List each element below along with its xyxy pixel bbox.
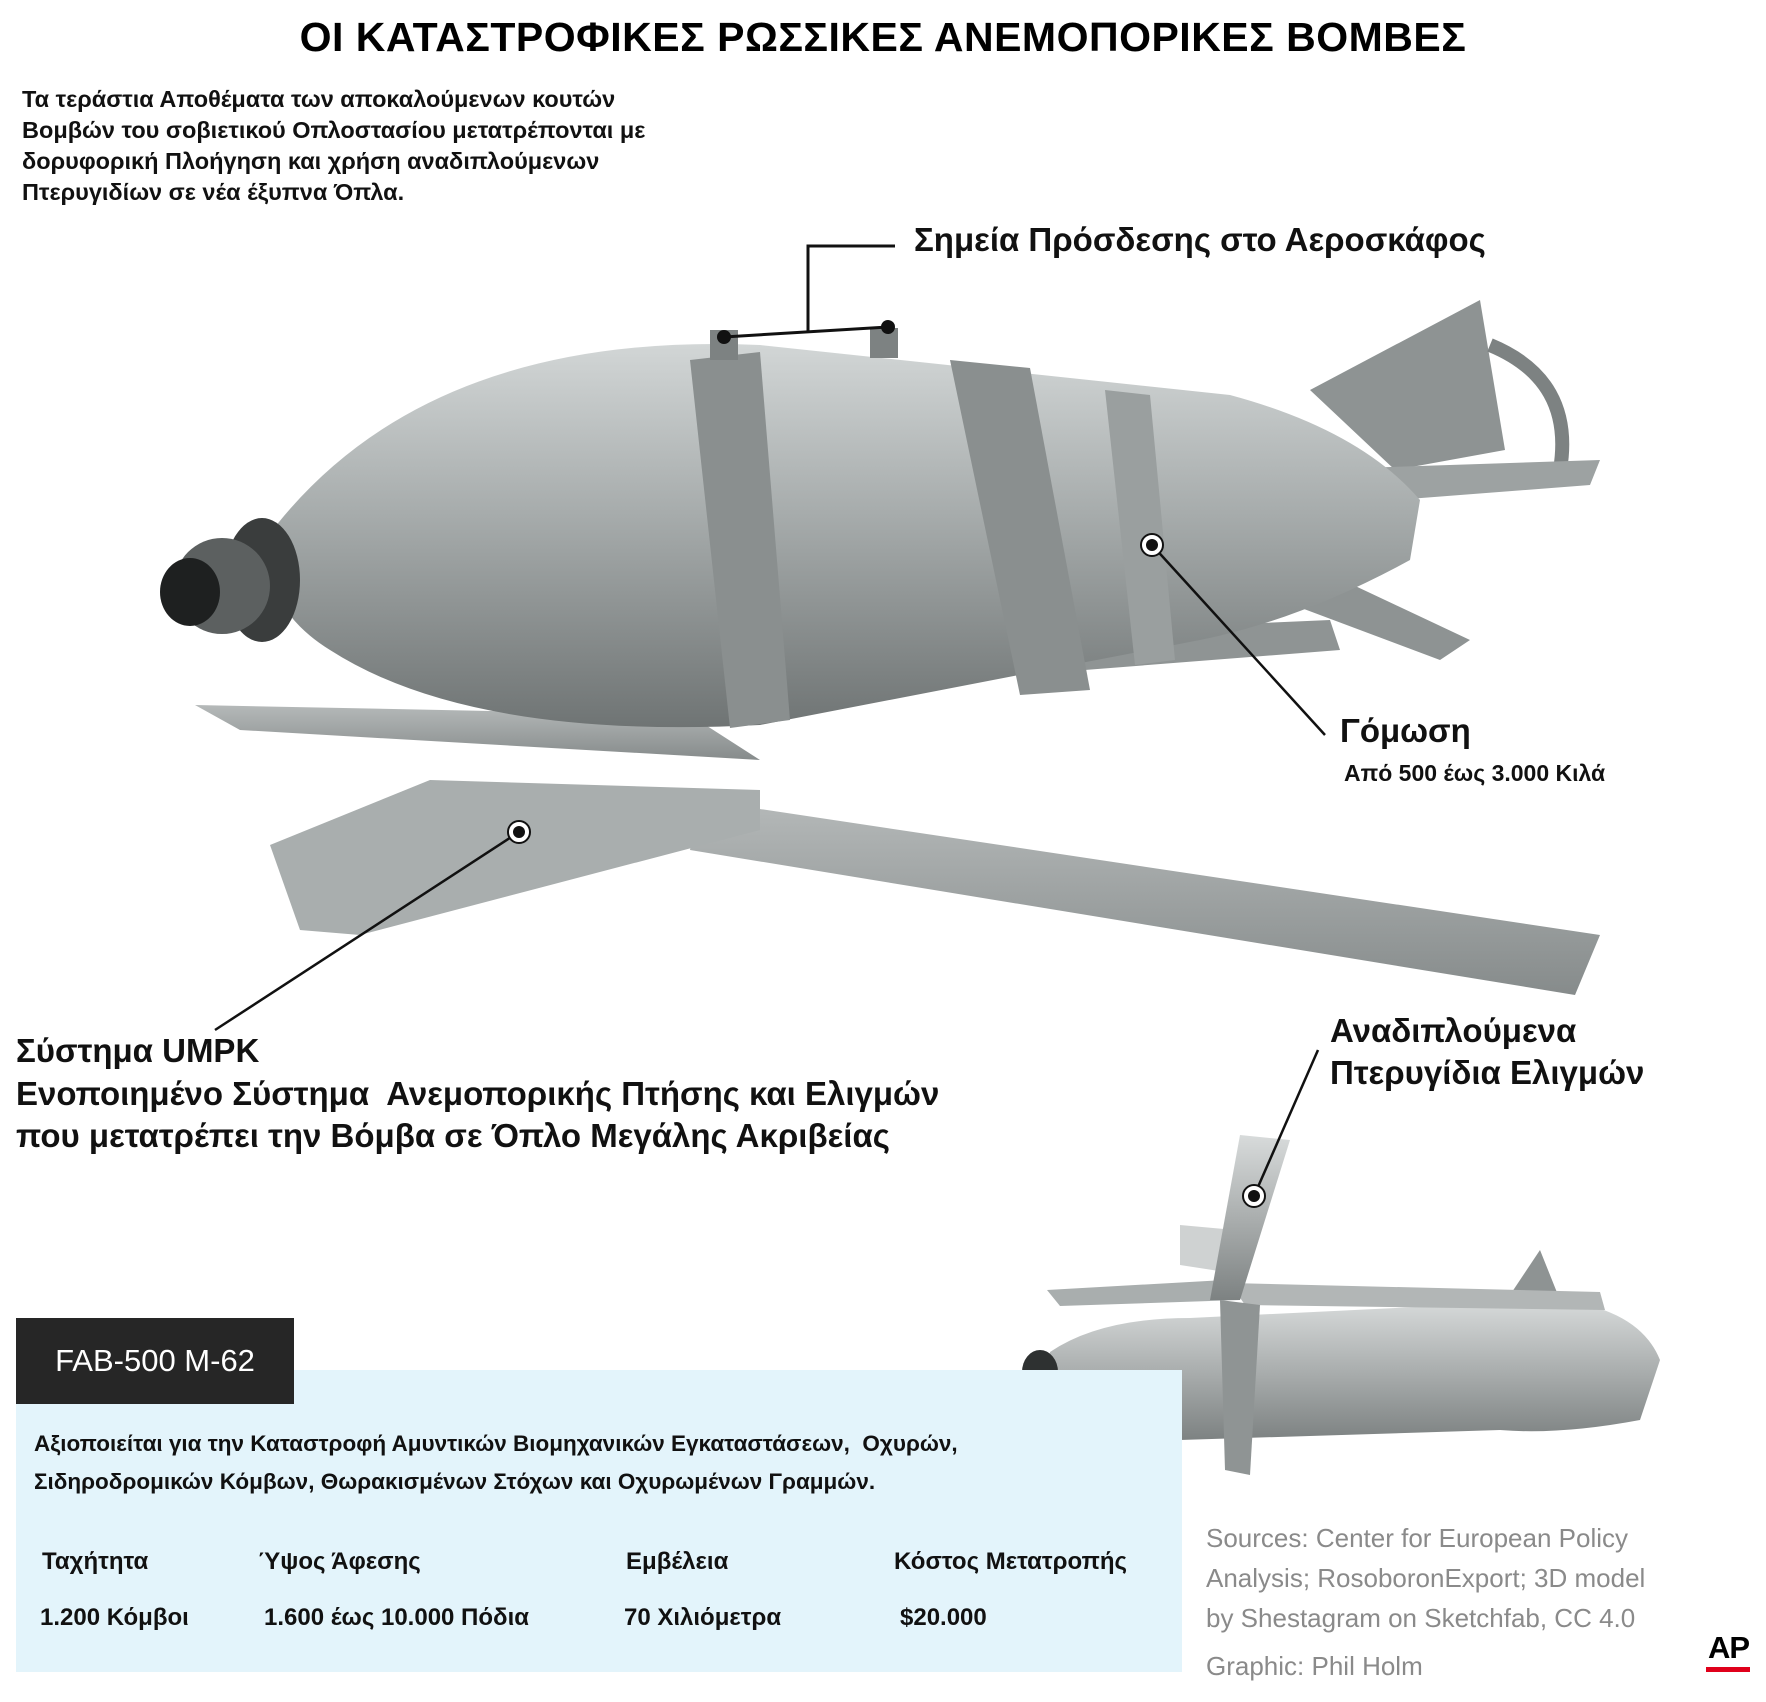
intro-text: Τα τεράστια Αποθέματα των αποκαλούμενων … [22, 86, 646, 205]
spec-label-altitude: Ύψος Άφεσης [258, 1548, 421, 1575]
umpk-callout [214, 820, 531, 1032]
warhead-label: Γόμωση [1340, 712, 1471, 749]
mount-callout [717, 244, 895, 344]
umpk-description-line-2: που μετατρέπει την Βόμβα σε Όπλο Μεγάλης… [16, 1117, 890, 1154]
warhead-range-label: Από 500 έως 3.000 Κιλά [1344, 760, 1606, 786]
usage-line-1: Αξιοποιείται για την Καταστροφή Αμυντικώ… [34, 1431, 958, 1456]
graphic-credit: Graphic: Phil Holm [1206, 1651, 1423, 1681]
fins-callout [1242, 1049, 1320, 1208]
umpk-description: Ενοποιημένο Σύστημα Ανεμοπορικής Πτήσης … [16, 1073, 1076, 1157]
fins-label-line-1: Αναδιπλούμενα [1330, 1012, 1577, 1049]
page-title: ΟΙ ΚΑΤΑΣΤΡΟΦΙΚΕΣ ΡΩΣΣΙΚΕΣ ΑΝΕΜΟΠΟΡΙΚΕΣ Β… [299, 14, 1467, 60]
usage-text: Αξιοποιείται για την Καταστροφή Αμυντικώ… [34, 1425, 1184, 1501]
info-panel [16, 1370, 1182, 1672]
mount-points-label: Σημεία Πρόσδεσης στο Αεροσκάφος [914, 221, 1486, 258]
sources-line-2: Analysis; RosoboronExport; 3D model [1206, 1563, 1646, 1593]
sources-line-3: by Shestagram on Sketchfab, CC 4.0 [1206, 1603, 1636, 1633]
umpk-title: Σύστημα UMPK [16, 1032, 260, 1069]
spec-label-speed: Ταχήτητα [42, 1548, 149, 1575]
fins-label: Αναδιπλούμενα Πτερυγίδια Ελιγμών [1330, 1010, 1750, 1094]
sources-credit: Sources: Center for European Policy Anal… [1206, 1518, 1676, 1686]
model-tag: FAB-500 M-62 [16, 1318, 294, 1404]
ap-logo-bar [1706, 1667, 1750, 1672]
bomb-body [160, 328, 1420, 728]
spec-value-speed: 1.200 Κόμβοι [40, 1604, 189, 1631]
warhead-callout [1140, 533, 1326, 736]
spec-value-altitude: 1.600 έως 10.000 Πόδια [264, 1604, 530, 1631]
spec-label-cost: Κόστος Μετατροπής [894, 1548, 1127, 1575]
umpk-description-line-1: Ενοποιημένο Σύστημα Ανεμοπορικής Πτήσης … [16, 1075, 940, 1112]
usage-line-2: Σιδηροδρομικών Κόμβων, Θωρακισμένων Στόχ… [34, 1469, 876, 1494]
ap-logo: AP [1708, 1630, 1750, 1665]
spec-label-range: Εμβέλεια [626, 1548, 729, 1575]
spec-value-range: 70 Χιλιόμετρα [624, 1604, 782, 1631]
spec-value-cost: $20.000 [900, 1604, 987, 1631]
fins-label-line-2: Πτερυγίδια Ελιγμών [1330, 1054, 1645, 1091]
sources-line-1: Sources: Center for European Policy [1206, 1523, 1628, 1553]
